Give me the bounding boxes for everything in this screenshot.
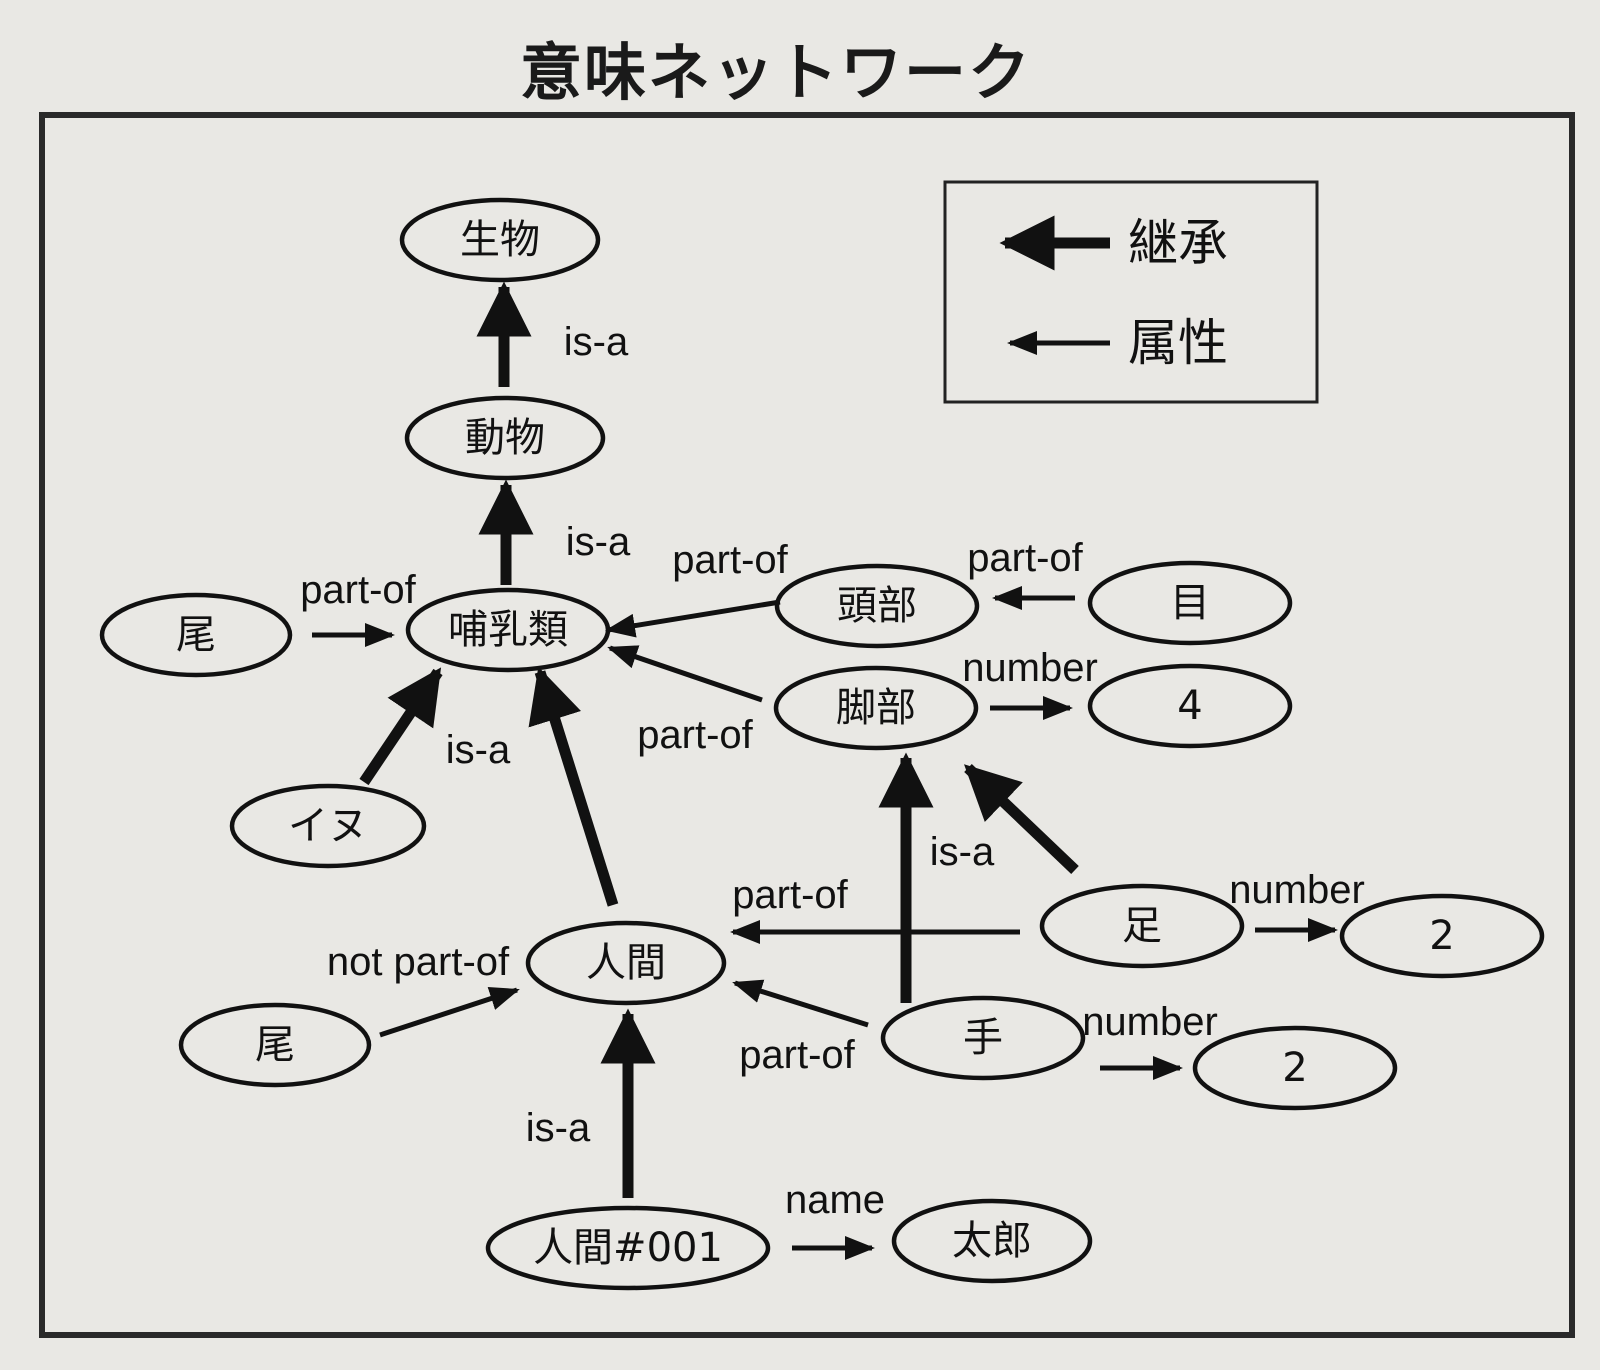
label-partof-kyakubu-honyurui: part-of <box>637 713 753 757</box>
label-isa-ashi-kyakubu: is-a <box>930 830 995 874</box>
label-isa-doubutsu-seibutsu: is-a <box>564 320 629 364</box>
label-number-kyakubu: number <box>962 646 1098 690</box>
edge-isa-inu-honyurui <box>359 667 443 786</box>
label-partof-me-toubu: part-of <box>967 536 1083 580</box>
label-partof-o-honyurui: part-of <box>300 568 416 612</box>
nodes: 生物 動物 哺乳類 尾 イヌ 頭部 <box>99 197 1545 1291</box>
isa-edges <box>359 281 1079 1198</box>
node-ningen: 人間 <box>525 920 727 1006</box>
node-honyurui: 哺乳類 <box>405 587 611 673</box>
label-partof-toubu-honyurui: part-of <box>672 538 788 582</box>
node-o-bottom-label: 尾 <box>255 1022 295 1068</box>
edge-isa-ningen-honyurui <box>528 666 619 907</box>
node-toubu-label: 頭部 <box>837 583 917 629</box>
edge-notpartof-o-ningen <box>379 987 520 1038</box>
label-isa-honyurui-doubutsu: is-a <box>566 520 631 564</box>
node-num4: 4 <box>1087 663 1293 749</box>
label-isa-inu-honyurui: is-a <box>446 728 511 772</box>
node-toubu: 頭部 <box>774 563 980 649</box>
node-taro: 太郎 <box>891 1198 1093 1284</box>
edge-partof-toubu-honyurui <box>605 599 781 638</box>
node-ningen-label: 人間 <box>586 940 666 986</box>
node-kyakubu: 脚部 <box>773 665 979 751</box>
node-seibutsu-label: 生物 <box>460 217 540 263</box>
node-taro-label: 太郎 <box>952 1218 1032 1264</box>
legend-box <box>943 180 1319 404</box>
node-num2-ashi-label: 2 <box>1429 913 1454 959</box>
node-doubutsu-label: 動物 <box>465 415 545 461</box>
node-te-label: 手 <box>963 1015 1003 1061</box>
edge-partof-kyakubu-honyurui <box>607 645 763 703</box>
node-inu: イヌ <box>229 783 427 869</box>
node-me-label: 目 <box>1170 580 1210 626</box>
node-num2-te: 2 <box>1192 1025 1398 1111</box>
node-ashi-label: 足 <box>1122 903 1162 949</box>
node-ashi: 足 <box>1039 883 1245 969</box>
legend-inherit-label: 継承 <box>1128 214 1228 272</box>
label-notpartof-o-ningen: not part-of <box>327 940 510 984</box>
node-o-top: 尾 <box>99 592 293 678</box>
node-num2-te-label: 2 <box>1282 1045 1307 1091</box>
node-inu-label: イヌ <box>288 803 368 849</box>
label-name-ningen001: name <box>785 1178 885 1222</box>
edge-isa-ashi-kyakubu <box>964 764 1079 874</box>
node-o-bottom: 尾 <box>178 1002 372 1088</box>
label-number-te: number <box>1082 1000 1218 1044</box>
node-honyurui-label: 哺乳類 <box>448 607 568 653</box>
node-o-top-label: 尾 <box>176 612 216 658</box>
node-num4-label: 4 <box>1177 683 1202 729</box>
node-te: 手 <box>880 995 1086 1081</box>
label-number-ashi: number <box>1229 868 1365 912</box>
node-ningen001: 人間#001 <box>485 1205 771 1291</box>
node-me: 目 <box>1087 560 1293 646</box>
node-seibutsu: 生物 <box>399 197 601 283</box>
legend: 継承 属性 <box>943 180 1319 404</box>
edge-partof-te-ningen <box>732 979 869 1028</box>
node-kyakubu-label: 脚部 <box>836 685 916 731</box>
label-isa-ningen001-ningen: is-a <box>526 1106 591 1150</box>
label-partof-te-ningen: part-of <box>739 1033 855 1077</box>
figure-title: 意味ネットワーク <box>520 36 1033 109</box>
attribute-edges <box>312 586 1338 1260</box>
node-doubutsu: 動物 <box>404 395 606 481</box>
figure-border <box>39 112 1575 1338</box>
edge-labels: is-a is-a part-of part-of part-of part-o… <box>300 320 1365 1222</box>
label-partof-ashi-ningen: part-of <box>732 873 848 917</box>
legend-attribute-label: 属性 <box>1128 314 1228 372</box>
node-num2-ashi: 2 <box>1339 893 1545 979</box>
node-ningen001-label: 人間#001 <box>533 1225 723 1271</box>
